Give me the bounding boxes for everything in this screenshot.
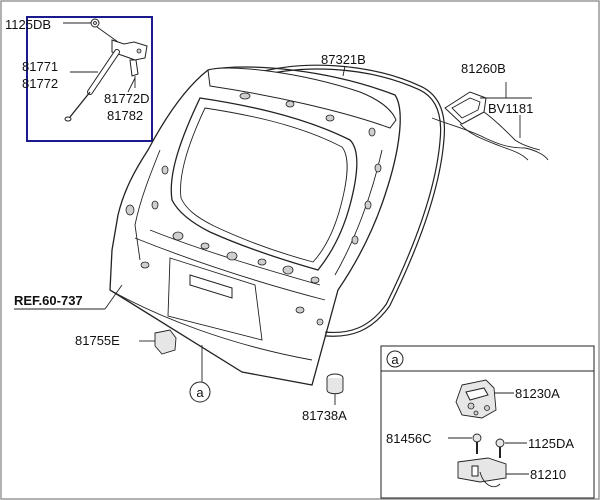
callout-a-main-letter: a — [196, 385, 204, 400]
window-opening — [170, 97, 358, 271]
leader-87321b — [342, 65, 346, 77]
label-81210: 81210 — [530, 467, 566, 482]
label-81771: 81771 — [22, 59, 58, 74]
bolt-1125da-part — [495, 438, 505, 458]
label-81755e: 81755E — [75, 333, 120, 348]
label-81260b: 81260B — [461, 61, 506, 76]
gas-strut-assembly — [63, 18, 148, 122]
tailgate-panel — [109, 66, 401, 386]
handle-slot — [189, 274, 233, 299]
tailgate-outline — [109, 66, 401, 386]
label-81456c: 81456C — [386, 431, 432, 446]
bolt-81456c-part — [472, 433, 482, 454]
wiring-harness — [431, 82, 549, 161]
detail-inset: a 81230A 81456C 1125DA — [380, 345, 595, 499]
label-81772d: 81772D — [104, 91, 150, 106]
strut-highlight-box — [26, 16, 153, 142]
label-1125db: 1125DB — [5, 17, 51, 32]
harness-connector-body — [444, 91, 487, 125]
panel-holes — [125, 92, 382, 326]
label-81738a: 81738A — [302, 408, 347, 423]
strut-rod — [69, 91, 91, 118]
strut-end-fitting — [64, 116, 72, 122]
license-plate-recess — [167, 257, 263, 341]
stopper-plug-part — [326, 373, 344, 395]
tailgate-spoiler — [207, 67, 397, 129]
latch-part — [455, 379, 497, 419]
detail-marker-letter: a — [391, 352, 399, 367]
callout-a-main — [189, 381, 211, 403]
label-81772: 81772 — [22, 76, 58, 91]
label-87321b: 87321B — [321, 52, 366, 67]
label-81782: 81782 — [107, 108, 143, 123]
label-bv1181: BV1181 — [488, 101, 533, 116]
strut-lower-bracket — [129, 59, 139, 77]
weatherstrip-seal — [245, 64, 446, 337]
label-81230a: 81230A — [515, 386, 560, 401]
label-1125da: 1125DA — [528, 436, 574, 451]
label-ref-60-737: REF.60-737 — [14, 293, 83, 308]
bumper-stop-part — [154, 329, 177, 355]
detail-marker — [386, 350, 404, 368]
striker-part — [457, 457, 507, 488]
leader-81772d — [127, 77, 136, 93]
